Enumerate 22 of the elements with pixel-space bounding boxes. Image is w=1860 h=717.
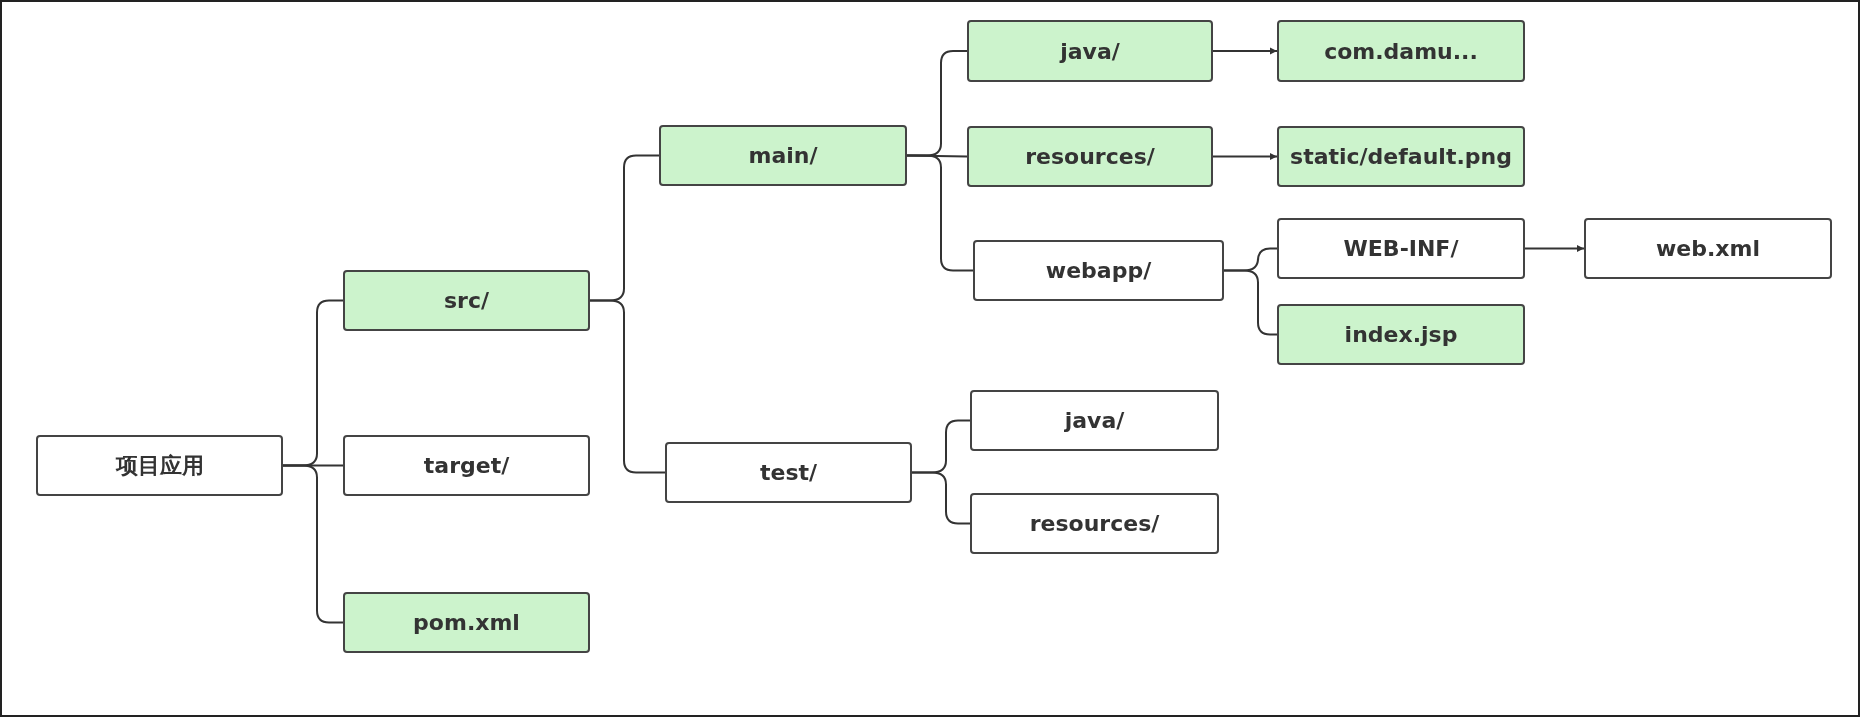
tree-box: 项目应用 bbox=[36, 435, 283, 496]
tree-box: src/ bbox=[343, 270, 590, 331]
brace-connector bbox=[906, 154, 974, 272]
tree-box: WEB-INF/ bbox=[1277, 218, 1525, 279]
tree-box: test/ bbox=[665, 442, 912, 503]
tree-box: main/ bbox=[659, 125, 907, 186]
tree-box: com.damu... bbox=[1277, 20, 1525, 82]
tree-box: java/ bbox=[970, 390, 1219, 451]
arrow bbox=[1524, 245, 1585, 252]
tree-box: target/ bbox=[343, 435, 590, 496]
tree-box: java/ bbox=[967, 20, 1213, 82]
brace-connector bbox=[282, 464, 344, 624]
tree-box: web.xml bbox=[1584, 218, 1832, 279]
tree-box: pom.xml bbox=[343, 592, 590, 653]
tree-box: static/default.png bbox=[1277, 126, 1525, 187]
brace-connector bbox=[589, 299, 666, 474]
tree-box: webapp/ bbox=[973, 240, 1224, 301]
arrow bbox=[1212, 47, 1278, 55]
tree-box: index.jsp bbox=[1277, 304, 1525, 365]
tree-box: resources/ bbox=[967, 126, 1213, 187]
tree-box: resources/ bbox=[970, 493, 1219, 554]
arrow bbox=[1212, 153, 1278, 160]
